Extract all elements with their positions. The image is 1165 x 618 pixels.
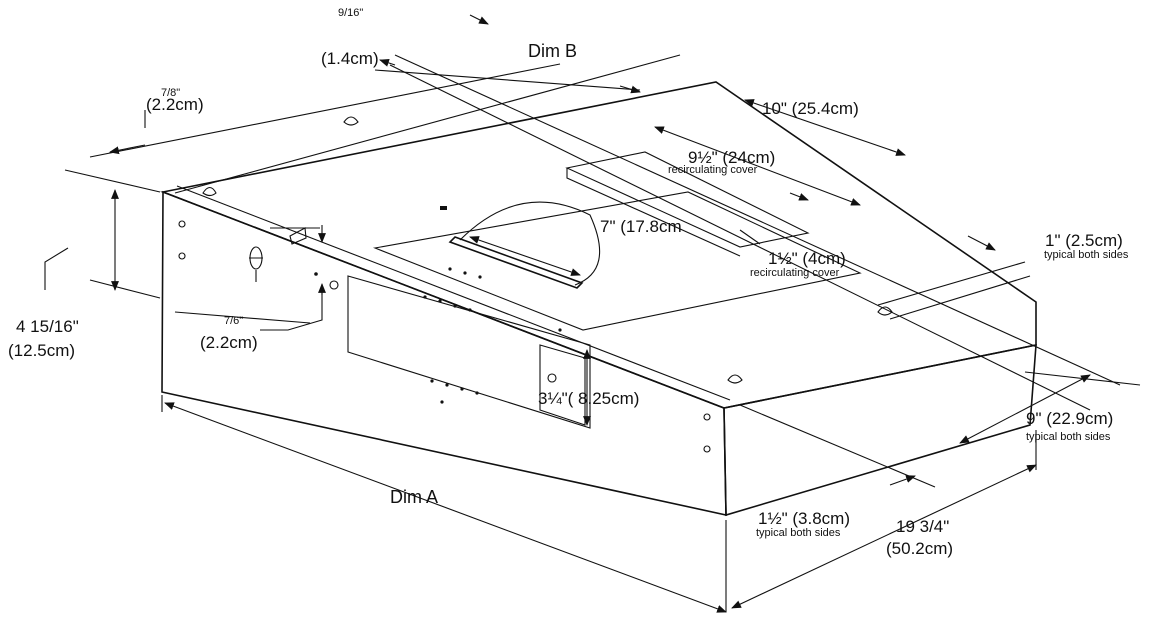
duct-dome [459,201,601,286]
typical-both-sides-3: typical both sides [756,527,841,539]
front-rim-line [176,185,731,401]
keyhole-front [727,374,743,384]
hood-front-face [161,190,727,516]
depth-cm-label: (50.2cm) [886,539,954,558]
one-half-38-label: 1½" (3.8cm) [758,509,851,528]
keyhole-top [343,116,359,126]
seven-sixths-cm: (2.2cm) [200,333,258,352]
nine-sixteenths-cm: (1.4cm) [321,49,379,68]
seven-eighths-frac: 7/8" [161,87,181,99]
seven-inch-label: 7" (17.8cm [600,217,682,236]
recirculating-cover [372,151,862,331]
knockout-hole [547,373,557,383]
vent-dots-top [423,267,482,312]
front-dot [314,272,318,276]
cover-slot [440,206,447,210]
nine-half-label: 9½" (24cm) [688,148,776,167]
seven-eighths-cm: (2.2cm) [146,95,204,114]
dim-b-label: Dim B [528,41,577,61]
nine-sixteenths-frac: 9/16" [338,7,364,19]
depth-frac-label: 19 3/4" [896,517,950,536]
dim-a-label: Dim A [390,487,439,507]
dimension-lines [44,14,1141,613]
hood-side-face [723,344,1037,517]
ten-inch-label: 10" (25.4cm) [762,99,859,118]
typical-both-sides-1: typical both sides [1044,249,1129,261]
typical-both-sides-2: typical both sides [1026,431,1111,443]
hood-body [160,81,1037,517]
knockout-panel [539,344,586,426]
cover-outline [372,191,862,331]
cover-edge [566,168,741,257]
one-inch-label: 1" (2.5cm) [1045,231,1123,250]
front-hole [329,280,339,290]
recirc-cover-label-2: recirculating cover [750,267,840,279]
height-frac-label: 4 15/16" [16,317,79,336]
nine-inch-label: 9" (22.9cm) [1026,409,1114,428]
recirc-cover-label-1: recirculating cover [668,164,758,176]
duct-damper [448,236,584,289]
one-half-4cm-label: 1½" (4cm) [768,249,846,268]
duct-outlet [440,201,601,289]
wire-entry-fitting [249,227,307,282]
keyhole-left [202,186,217,197]
three-quarter-label: 3¼"( 8.25cm) [538,389,640,408]
seven-sixths-frac: 7/6" [224,315,244,327]
height-cm-label: (12.5cm) [8,341,76,360]
